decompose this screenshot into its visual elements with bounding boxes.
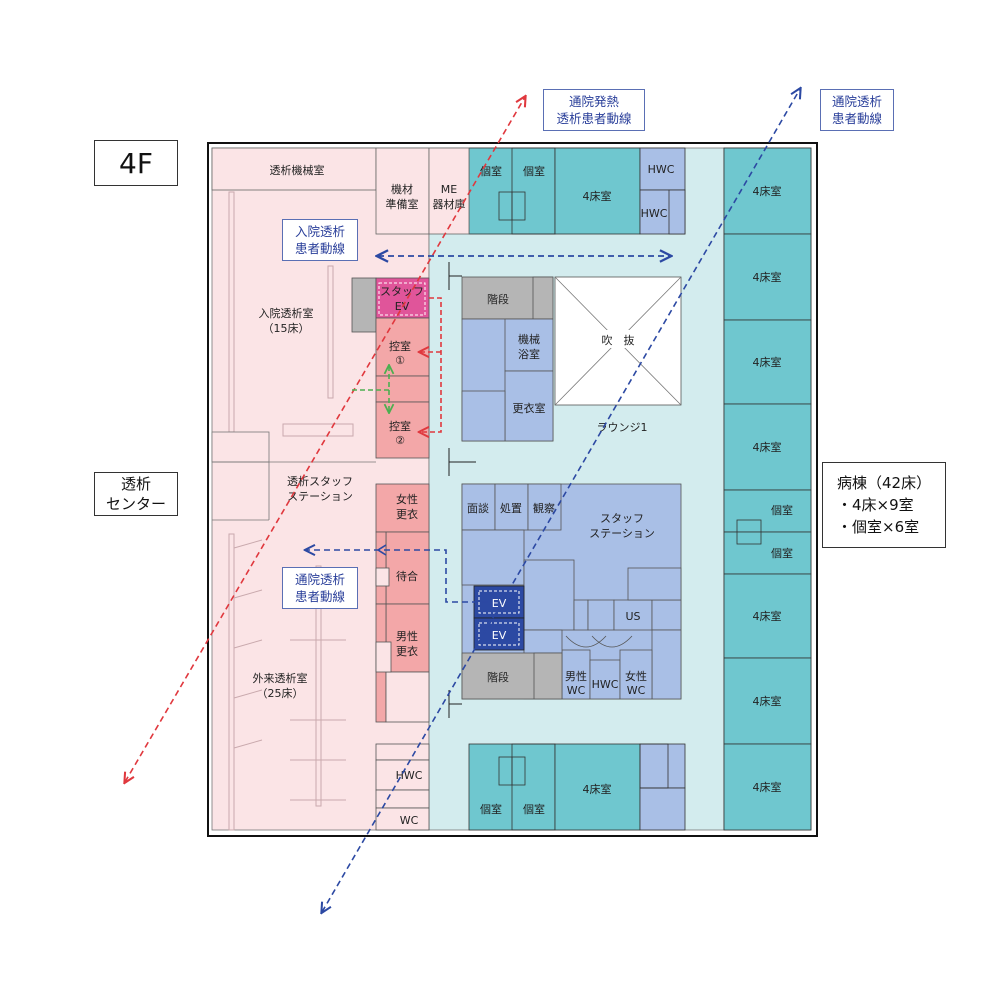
room-4bed-e3: 4床室 <box>753 355 782 369</box>
room-waiting-area: 待合 <box>396 569 418 583</box>
room-4bed-e4: 4床室 <box>753 440 782 454</box>
room-female-wc-1: 女性 <box>625 669 647 683</box>
room-4bed-e5: 4床室 <box>753 609 782 623</box>
room-equipment-prep-1: 機材 <box>391 182 413 196</box>
dialysis-center-label: 透析 センター <box>94 472 178 516</box>
ward-summary-line-1: ・4床×9室 <box>837 496 914 514</box>
room-stairs-north: 階段 <box>487 292 509 306</box>
room-machine-bath-2: 浴室 <box>518 347 540 361</box>
waiting-room-mid <box>375 375 430 403</box>
dialysis-center-line-2: センター <box>105 495 166 513</box>
ward-summary-line-2: ・個室×6室 <box>837 518 920 536</box>
room-atrium: 吹 抜 <box>602 333 635 347</box>
room-interview: 面談 <box>467 501 489 515</box>
south-ward-rooms <box>468 743 686 831</box>
ward-summary-title: 病棟（42床） <box>837 474 932 492</box>
north-ward-rooms <box>468 147 686 235</box>
room-female-locker-2: 更衣 <box>396 507 418 521</box>
room-staff-ev-1: スタッフ <box>380 285 424 298</box>
route-fever-label-1: 通院発熱 <box>568 94 619 109</box>
room-4bed-s1: 4床室 <box>583 782 612 796</box>
room-dialysis-staff-station-1: 透析スタッフ <box>287 474 353 488</box>
room-female-wc-2: WC <box>627 684 646 697</box>
room-waiting1-2: ① <box>395 354 405 367</box>
route-outpatient-entry <box>306 550 488 603</box>
room-female-locker-1: 女性 <box>396 492 418 506</box>
staff-ev-grey <box>351 277 377 333</box>
room-changing: 更衣室 <box>513 401 546 415</box>
room-private-e2: 個室 <box>771 546 793 560</box>
room-private-s1: 個室 <box>480 802 502 816</box>
room-us: US <box>625 610 640 623</box>
route-outpatient-label: 通院透析 患者動線 <box>820 89 894 131</box>
east-ward-rooms <box>723 147 812 831</box>
stairs-north-side <box>532 276 554 320</box>
route-outpatient-entry-label-2: 患者動線 <box>294 589 345 604</box>
route-outpatient-label-2: 患者動線 <box>831 111 882 126</box>
room-4bed-n1: 4床室 <box>583 189 612 203</box>
room-private-e1: 個室 <box>771 503 793 517</box>
room-private-s2: 個室 <box>523 802 545 816</box>
room-waiting2-1: 控室 <box>389 419 411 433</box>
room-ev-2: EV <box>492 629 507 642</box>
room-staff-station-1: スタッフ <box>600 512 644 525</box>
room-wc-dialysis: WC <box>400 814 419 827</box>
floor-label: 4F <box>94 140 178 186</box>
room-4bed-e2: 4床室 <box>753 270 782 284</box>
room-hwc-dialysis: HWC <box>396 769 423 782</box>
room-male-locker-2: 更衣 <box>396 644 418 658</box>
room-hwc-n1: HWC <box>648 163 675 176</box>
room-male-wc-1: 男性 <box>565 669 587 683</box>
room-stairs-south: 階段 <box>487 670 509 684</box>
room-private-n1: 個室 <box>480 164 502 178</box>
room-inpatient-dialysis-1: 入院透析室 <box>259 306 314 320</box>
route-outpatient-label-1: 通院透析 <box>831 94 882 109</box>
room-inpatient-dialysis-2: （15床） <box>263 321 310 335</box>
room-waiting2-2: ② <box>395 434 405 447</box>
route-inpatient-label-1: 入院透析 <box>294 224 345 239</box>
route-fever-label: 通院発熱 透析患者動線 <box>543 89 645 131</box>
ward-summary: 病棟（42床） ・4床×9室 ・個室×6室 <box>822 462 946 548</box>
room-me-storage-1: ME <box>441 183 457 196</box>
room-private-n2: 個室 <box>523 164 545 178</box>
room-hwc-core: HWC <box>592 678 619 691</box>
room-machine-bath-1: 機械 <box>518 332 540 346</box>
room-4bed-e6: 4床室 <box>753 694 782 708</box>
route-outpatient-entry-label-1: 通院透析 <box>294 572 345 587</box>
route-outpatient-entry-label: 通院透析 患者動線 <box>282 567 358 609</box>
room-waiting1-1: 控室 <box>389 339 411 353</box>
route-outpatient-line <box>322 89 800 912</box>
route-fever-label-2: 透析患者動線 <box>556 111 632 126</box>
route-outpatient-entry-arrow <box>377 544 387 556</box>
route-inpatient-label: 入院透析 患者動線 <box>282 219 358 261</box>
room-observation: 観察 <box>533 501 555 515</box>
route-inpatient-label-2: 患者動線 <box>294 241 345 256</box>
room-dialysis-machine: 透析機械室 <box>270 163 325 177</box>
stairs-south-side <box>533 652 563 700</box>
room-male-wc-2: WC <box>567 684 586 697</box>
room-outpatient-dialysis-2: （25床） <box>257 686 304 700</box>
room-hwc-n2: HWC <box>641 207 668 220</box>
room-male-locker-1: 男性 <box>396 629 418 643</box>
room-dialysis-staff-station-2: ステーション <box>287 490 353 503</box>
room-4bed-e7: 4床室 <box>753 780 782 794</box>
room-treatment: 処置 <box>500 502 522 515</box>
dialysis-center-line-1: 透析 <box>120 475 151 493</box>
room-equipment-prep-2: 準備室 <box>386 197 419 211</box>
dialysis-staff-station-box <box>211 431 270 463</box>
room-outpatient-dialysis-1: 外来透析室 <box>253 671 308 685</box>
route-staff-ev-link <box>420 297 442 432</box>
room-4bed-e1: 4床室 <box>753 184 782 198</box>
room-staff-station-2: ステーション <box>589 527 655 540</box>
